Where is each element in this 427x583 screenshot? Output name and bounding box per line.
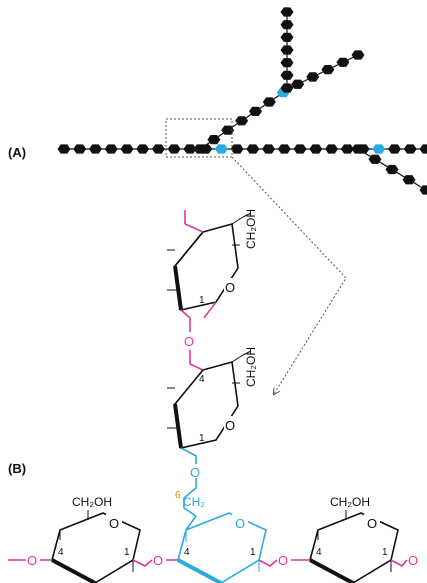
glucose-residue xyxy=(402,175,416,185)
glucose-residue xyxy=(249,106,262,116)
carbon-4-label-bottom-left: 4 xyxy=(58,547,64,558)
carbon-4-label-middle: 4 xyxy=(199,374,205,385)
glucose-residue xyxy=(183,144,197,154)
glucose-residue xyxy=(351,144,365,154)
link-oxygen-bottom-1: O xyxy=(27,553,37,568)
link-oxygen-vertical: O xyxy=(184,334,194,349)
glucose-residue xyxy=(291,79,305,89)
glucose-residue xyxy=(193,144,207,154)
link-oxygen-1-6: O xyxy=(190,465,200,480)
glucose-residue xyxy=(280,45,294,55)
glucose-residue xyxy=(419,144,427,154)
ring-oxygen-upper: O xyxy=(225,280,235,295)
glucose-residue xyxy=(336,57,350,67)
glucose-residue xyxy=(280,70,294,80)
branch-chain-upper-bond-line xyxy=(199,54,359,150)
carbon-4-label-bottom-right: 4 xyxy=(316,547,322,558)
carbon-1-label-bottom-right: 1 xyxy=(382,547,388,558)
glucose-residue xyxy=(280,20,294,30)
glucose-residue xyxy=(73,144,87,154)
glucose-residue xyxy=(207,135,221,145)
glucose-residue xyxy=(340,144,354,154)
glucose-residue xyxy=(306,72,320,82)
carbon-6-label: 6 xyxy=(175,490,181,501)
alpha-1-4-linkage-vertical xyxy=(180,210,217,371)
ch2-label: CH₂ xyxy=(183,495,205,509)
glucose-ring-upper xyxy=(167,216,244,311)
glucose-residue xyxy=(262,144,276,154)
zoom-region-box xyxy=(165,118,233,158)
carbon-1-label-upper: 1 xyxy=(199,295,205,306)
glucose-residue xyxy=(151,144,165,154)
ch2oh-label-bottom-left: CH₂OH xyxy=(72,495,112,509)
ch2oh-bond-upper xyxy=(242,212,252,218)
glycogen-chain-diagram xyxy=(57,7,427,195)
ring-oxygen-bottom-left: O xyxy=(109,516,119,531)
glucose-residue xyxy=(246,144,260,154)
carbon-4-label-bottom-center: 4 xyxy=(184,547,190,558)
glucose-residue xyxy=(280,32,294,42)
glucose-residue xyxy=(325,144,339,154)
glucose-residue xyxy=(89,144,102,154)
carbon-1-label-middle: 1 xyxy=(199,433,205,444)
glucose-residue xyxy=(221,125,235,135)
ring-oxygen-middle: O xyxy=(225,418,235,433)
carbon-1-label-bottom-left: 1 xyxy=(124,547,130,558)
glucose-residue xyxy=(321,65,335,75)
ring-oxygen-bottom-center: O xyxy=(235,516,245,531)
glucose-residue xyxy=(277,144,291,154)
glucose-residue xyxy=(385,164,399,175)
ch2oh-bond-middle xyxy=(242,350,252,356)
alpha-1-6-linkage xyxy=(180,447,197,517)
glucose-residue xyxy=(104,144,118,154)
glucose-residue xyxy=(293,144,307,154)
carbon-1-label-bottom-center: 1 xyxy=(250,547,256,558)
glucose-residue xyxy=(309,144,323,154)
branch-point-residue xyxy=(372,144,386,154)
glucose-residue xyxy=(120,144,134,154)
link-oxygen-bottom-3: O xyxy=(278,553,288,568)
glucose-residue xyxy=(262,97,276,107)
glucose-residue xyxy=(351,50,365,60)
glucose-residue xyxy=(403,144,417,154)
zoom-callout-arrow xyxy=(231,156,347,394)
glucose-residue xyxy=(419,185,427,195)
glucose-residue xyxy=(235,116,249,126)
panel-label-a: (A) xyxy=(8,145,26,160)
glucose-residue xyxy=(167,144,181,154)
glucose-residue xyxy=(280,58,294,68)
glucose-residue xyxy=(136,144,150,154)
alpha-1-4-linkages-bottom xyxy=(8,559,408,568)
glucose-residue xyxy=(280,7,294,17)
ring-oxygen-bottom-right: O xyxy=(367,516,377,531)
link-oxygen-bottom-4: O xyxy=(408,553,418,568)
ch2oh-label-bottom-right: CH₂OH xyxy=(330,495,370,509)
glucose-residue xyxy=(57,144,71,154)
ch2oh-label-middle: CH₂OH xyxy=(244,347,258,387)
link-oxygen-bottom-2: O xyxy=(153,553,163,568)
panel-label-b: (B) xyxy=(8,461,26,476)
glucose-residue xyxy=(230,144,244,154)
glucose-residue xyxy=(280,83,294,93)
glucose-residue xyxy=(368,154,382,164)
glucose-ring-middle xyxy=(167,354,244,449)
ch2oh-label-upper: CH₂OH xyxy=(244,209,258,249)
branch-point-residue xyxy=(214,144,228,154)
glucose-residue xyxy=(388,144,401,154)
